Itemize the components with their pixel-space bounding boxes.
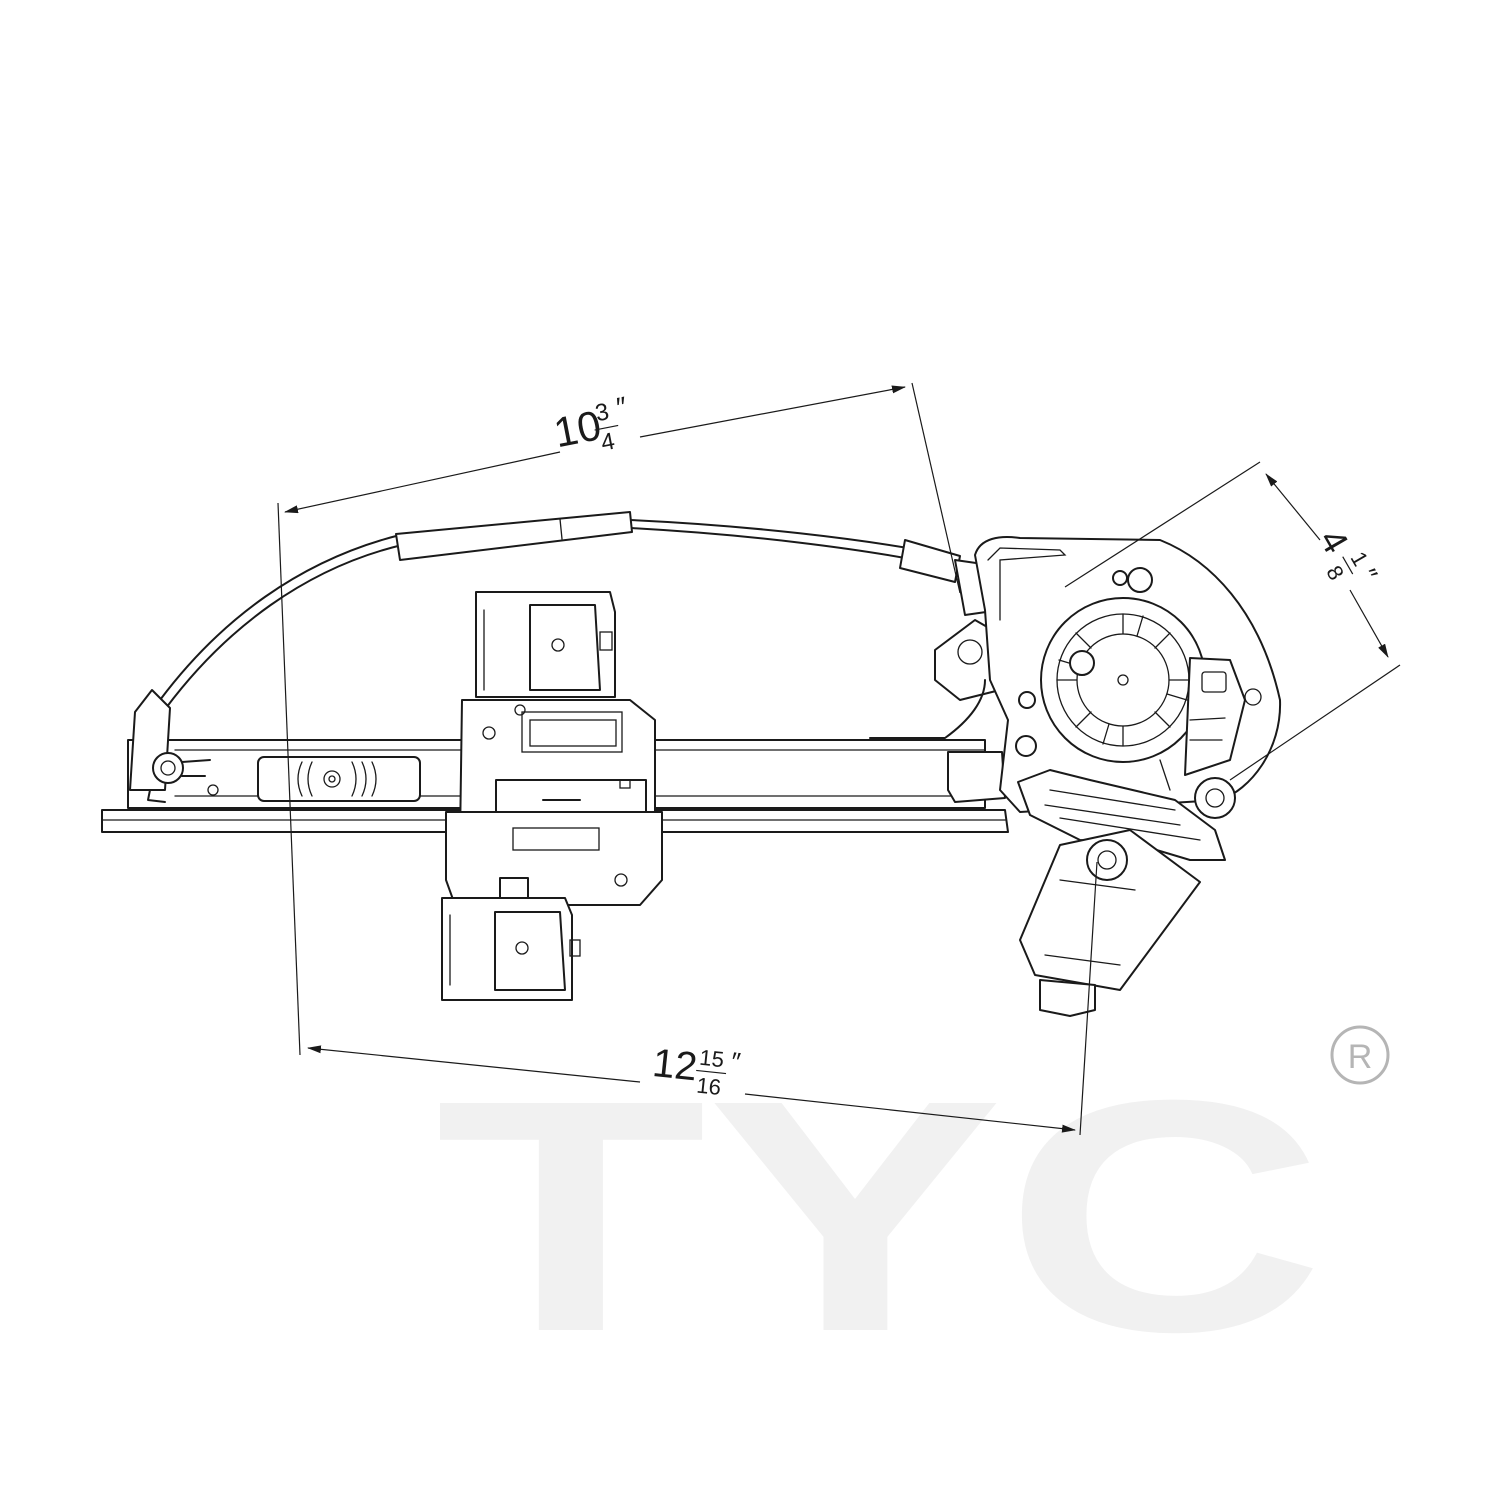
- svg-text:″: ″: [614, 391, 630, 423]
- svg-text:″: ″: [1353, 564, 1384, 587]
- svg-text:15: 15: [698, 1045, 725, 1072]
- glass-carriage: [441, 591, 663, 1001]
- svg-text:TYC: TYC: [435, 1031, 1325, 1400]
- lower-pulley: [129, 689, 219, 803]
- window-motor: [974, 536, 1282, 1017]
- dimension-cable-length: 10 3 4 ″: [277, 382, 961, 1056]
- tyc-watermark-logo: TYC: [435, 1031, 1325, 1400]
- registered-trademark-mark: R: [1330, 1025, 1390, 1085]
- svg-text:16: 16: [695, 1073, 722, 1100]
- svg-text:8: 8: [1321, 561, 1349, 584]
- dimension-overall-length: 12 15 16 ″: [307, 861, 1098, 1136]
- svg-text:R: R: [1348, 1038, 1373, 1076]
- svg-text:12: 12: [650, 1041, 699, 1089]
- svg-text:3: 3: [593, 398, 611, 427]
- svg-text:1: 1: [1346, 547, 1374, 570]
- svg-text:4: 4: [1311, 522, 1357, 560]
- svg-text:4: 4: [599, 428, 617, 457]
- svg-text:″: ″: [730, 1046, 742, 1077]
- rail-slot: [257, 756, 421, 802]
- svg-text:10: 10: [550, 401, 605, 456]
